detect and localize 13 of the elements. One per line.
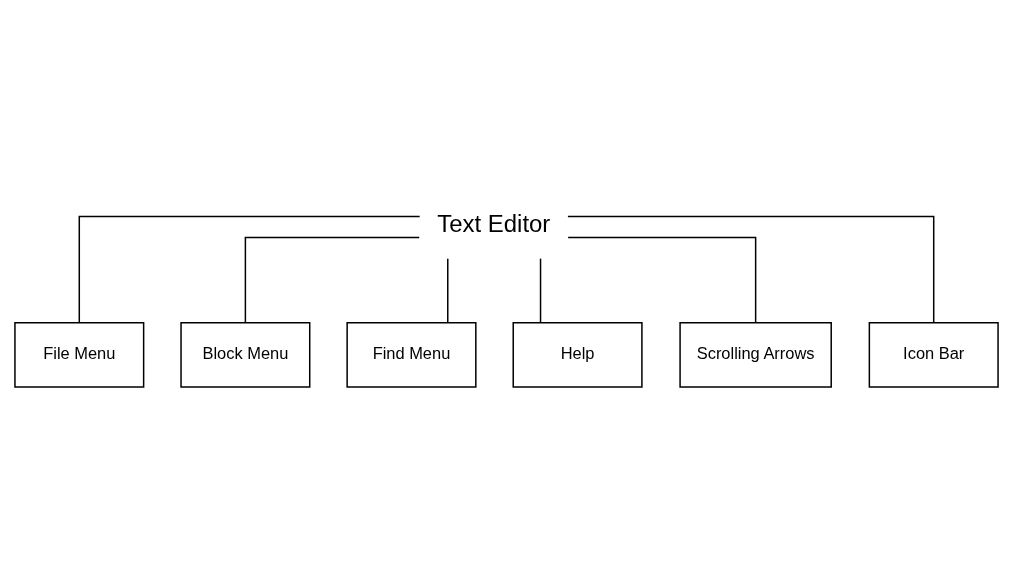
node-box: Help: [512, 321, 643, 388]
connector: [447, 257, 449, 324]
connector: [78, 215, 421, 323]
connector: [567, 215, 935, 323]
node-box: Find Menu: [346, 321, 477, 388]
node-box: Block Menu: [180, 321, 311, 388]
node-box: Scrolling Arrows: [679, 321, 832, 388]
connector: [244, 236, 420, 323]
node-box: File Menu: [14, 321, 145, 388]
connector: [567, 236, 757, 323]
node-box: Icon Bar: [868, 321, 999, 388]
node-text: Text Editor: [437, 209, 551, 237]
connector: [539, 257, 542, 324]
